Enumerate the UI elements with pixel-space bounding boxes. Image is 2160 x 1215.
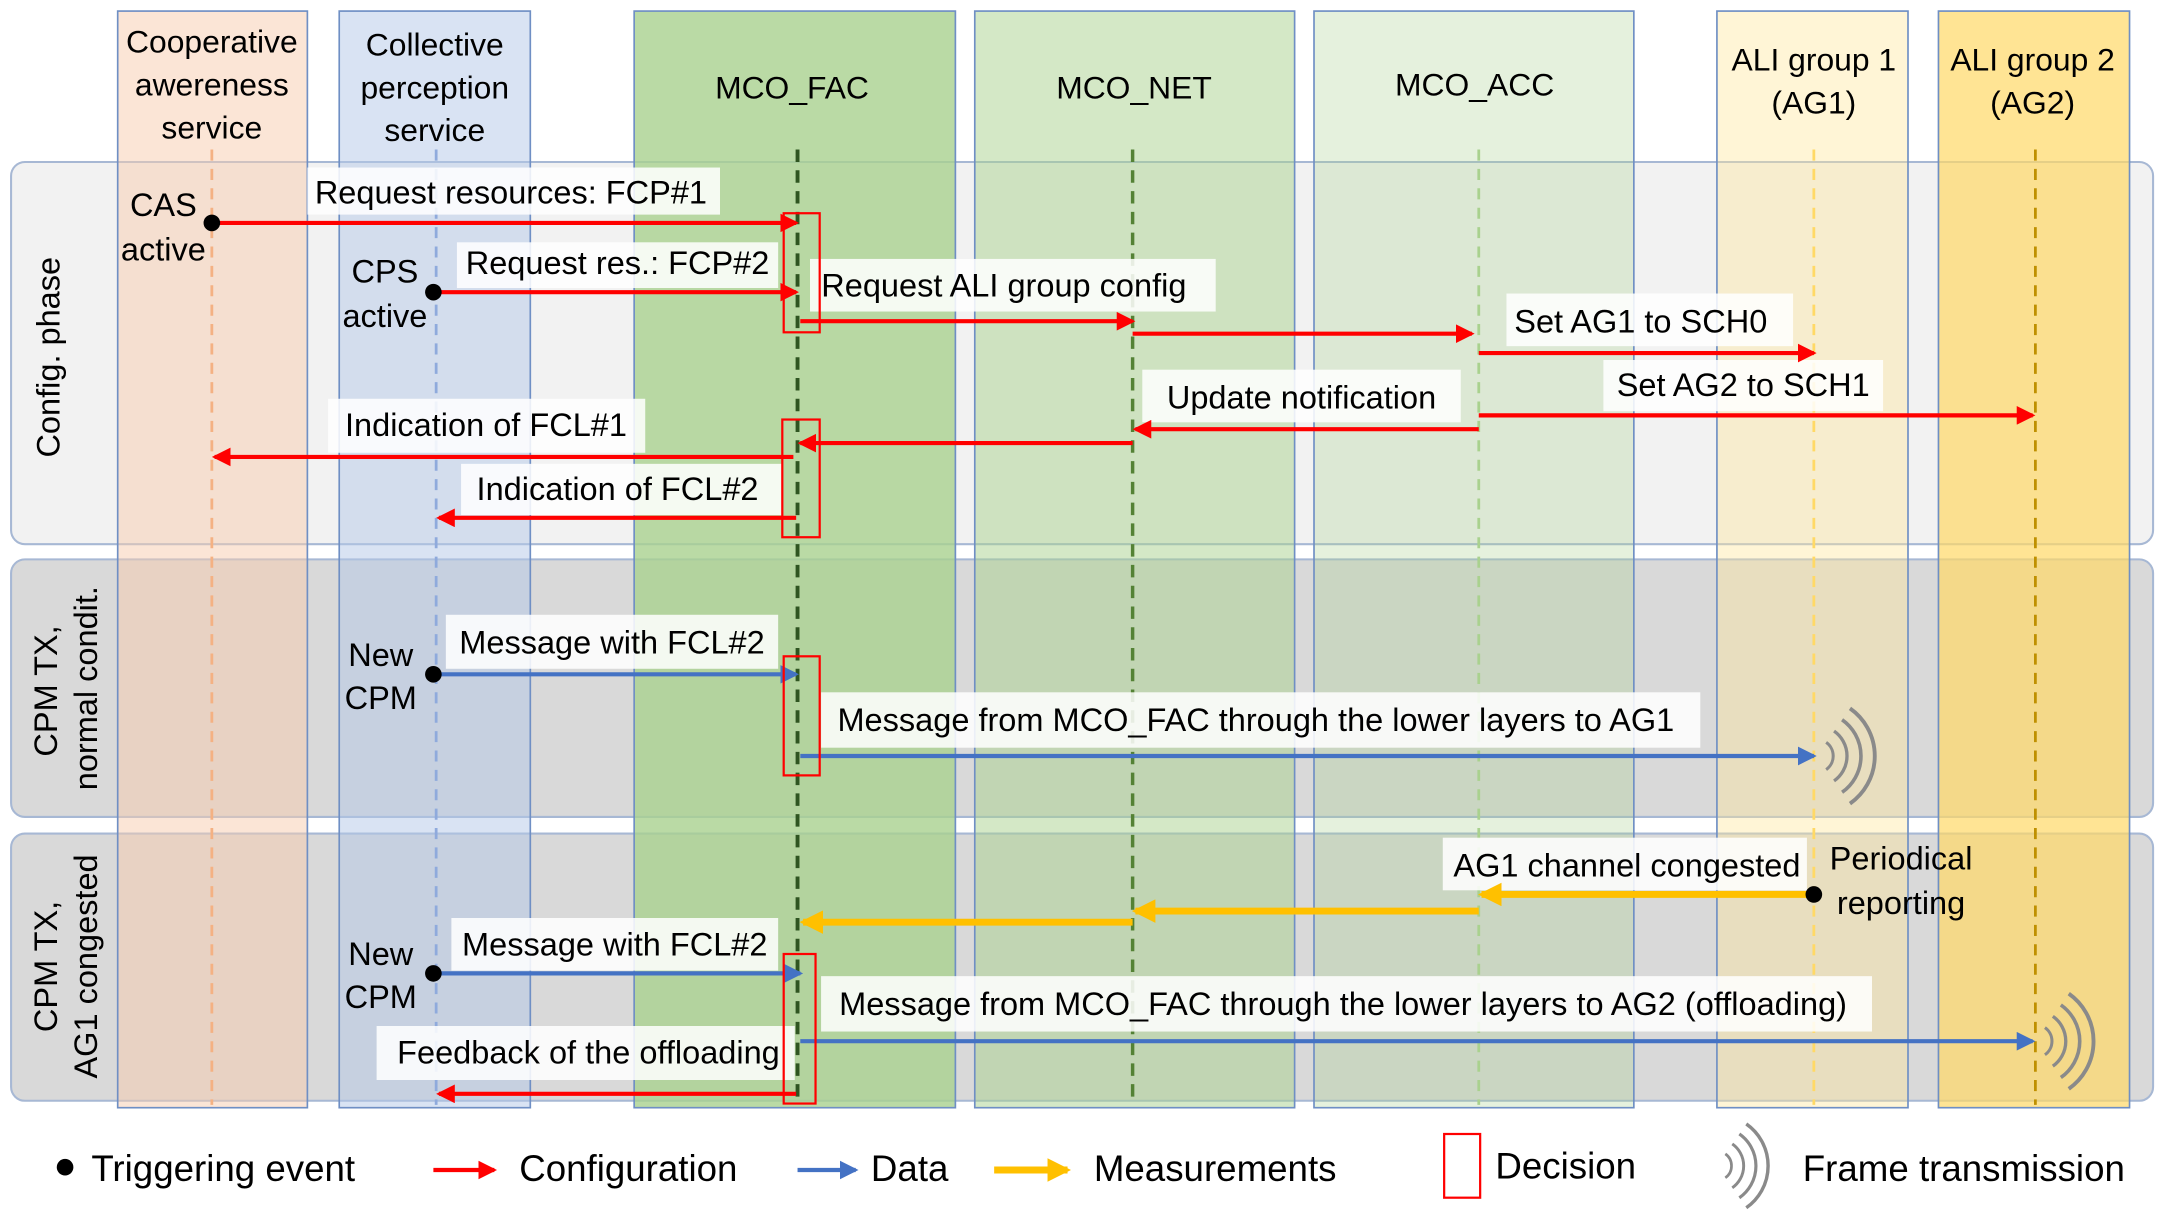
message-label: Request res.: FCP#2 bbox=[466, 245, 770, 281]
lane-title-line: awereness bbox=[135, 67, 289, 103]
message-label: AG1 channel congested bbox=[1453, 847, 1800, 883]
lane-title-line: (AG1) bbox=[1771, 85, 1856, 121]
trigger-label: reporting bbox=[1837, 885, 1965, 921]
message-label: Request ALI group config bbox=[821, 267, 1186, 303]
label-box bbox=[328, 398, 646, 453]
legend-label: Data bbox=[871, 1148, 949, 1189]
lane-title-line: Cooperative bbox=[126, 24, 298, 60]
lane-title-line: ALI group 1 bbox=[1732, 42, 1897, 78]
phase-label-config: Config. phase bbox=[31, 257, 67, 458]
lane-mco-net bbox=[973, 10, 1296, 1109]
label-box bbox=[445, 614, 779, 669]
decision-box bbox=[781, 418, 821, 539]
message-label: Message from MCO_FAC through the lower l… bbox=[839, 986, 1847, 1022]
lane-title-line: MCO_NET bbox=[1056, 69, 1212, 105]
phase-label-cpm-normal: CPM TX, bbox=[28, 625, 64, 756]
label-box bbox=[810, 258, 1216, 312]
triggering-event-dot bbox=[1805, 886, 1823, 903]
lane-titles: Cooperative awereness service Collective… bbox=[126, 24, 2115, 149]
label-box bbox=[451, 918, 779, 971]
legend-decision-box bbox=[1443, 1132, 1482, 1199]
legend-label: Configuration bbox=[519, 1148, 737, 1189]
phase-label-cpm-congested: AG1 congested bbox=[68, 854, 104, 1078]
trigger-dots bbox=[203, 214, 1823, 982]
message-label: Set AG1 to SCH0 bbox=[1514, 303, 1767, 339]
label-box bbox=[1506, 293, 1794, 347]
lane-title-line: MCO_ACC bbox=[1395, 67, 1554, 103]
label-box bbox=[461, 463, 783, 516]
phase-labels: Config. phase CPM TX, normal condit. CPM… bbox=[28, 257, 104, 1079]
message-label-boxes bbox=[307, 167, 1884, 1080]
trigger-label: CPM bbox=[345, 979, 417, 1015]
decision-boxes bbox=[781, 212, 821, 1105]
phase-label-cpm-congested: CPM TX, bbox=[28, 901, 64, 1032]
lane-mco-acc bbox=[1313, 10, 1635, 1109]
message-label: Message with FCL#2 bbox=[462, 926, 767, 962]
legend-label: Measurements bbox=[1094, 1148, 1337, 1189]
trigger-labels: CAS active CPS active New CPM Periodical… bbox=[121, 187, 1973, 1015]
legend-frame-transmission-icon bbox=[1723, 1122, 1770, 1210]
message-label: Indication of FCL#1 bbox=[345, 407, 627, 443]
legend: Triggering event Configuration Data Meas… bbox=[56, 1122, 2125, 1210]
legend-label: Decision bbox=[1495, 1145, 1636, 1186]
decision-box bbox=[782, 655, 821, 777]
triggering-event-dot bbox=[203, 214, 221, 232]
message-label: Message with FCL#2 bbox=[459, 625, 764, 661]
trigger-label: CPM bbox=[345, 680, 417, 716]
label-box bbox=[1603, 360, 1884, 412]
message-label: Update notification bbox=[1167, 379, 1436, 415]
trigger-label: New bbox=[348, 936, 414, 972]
lane-title-line: service bbox=[384, 112, 485, 148]
message-label: Message from MCO_FAC through the lower l… bbox=[837, 702, 1674, 738]
label-box bbox=[376, 1026, 795, 1080]
label-box bbox=[307, 167, 720, 215]
lane-title-line: MCO_FAC bbox=[715, 69, 869, 105]
message-arrows bbox=[211, 213, 2036, 1104]
label-box bbox=[456, 242, 779, 288]
triggering-event-dot bbox=[425, 965, 442, 982]
legend-label: Triggering event bbox=[91, 1148, 355, 1189]
legend-triggering-event-dot bbox=[56, 1158, 74, 1176]
label-box bbox=[821, 692, 1701, 748]
lane-title-line: ALI group 2 bbox=[1950, 42, 2115, 78]
lane-title-line: perception bbox=[360, 69, 509, 105]
trigger-label: New bbox=[348, 637, 414, 673]
message-label: Request resources: FCP#1 bbox=[315, 175, 707, 211]
label-box bbox=[821, 976, 1872, 1032]
decision-box bbox=[782, 952, 817, 1105]
trigger-label: Periodical bbox=[1830, 841, 1973, 877]
triggering-event-dot bbox=[425, 666, 442, 683]
label-box bbox=[1142, 369, 1461, 423]
lane-title-line: (AG2) bbox=[1990, 85, 2075, 121]
trigger-label: active bbox=[342, 298, 427, 334]
phase-label-cpm-normal: normal condit. bbox=[68, 586, 104, 790]
legend-label: Frame transmission bbox=[1803, 1148, 2125, 1189]
triggering-event-dot bbox=[425, 283, 442, 301]
lane-title-line: service bbox=[161, 109, 262, 145]
message-label: Feedback of the offloading bbox=[397, 1034, 780, 1070]
message-label: Set AG2 to SCH1 bbox=[1617, 367, 1870, 403]
trigger-label: CPS bbox=[351, 253, 418, 289]
lifelines bbox=[210, 149, 2037, 1105]
message-labels: Request resources: FCP#1 Request res.: F… bbox=[315, 175, 1870, 1071]
lane-title-line: Collective bbox=[366, 26, 504, 62]
decision-box bbox=[782, 212, 821, 334]
trigger-label: CAS bbox=[130, 187, 197, 223]
trigger-label: active bbox=[121, 231, 206, 267]
label-box bbox=[1442, 837, 1807, 891]
message-label: Indication of FCL#2 bbox=[477, 471, 759, 507]
